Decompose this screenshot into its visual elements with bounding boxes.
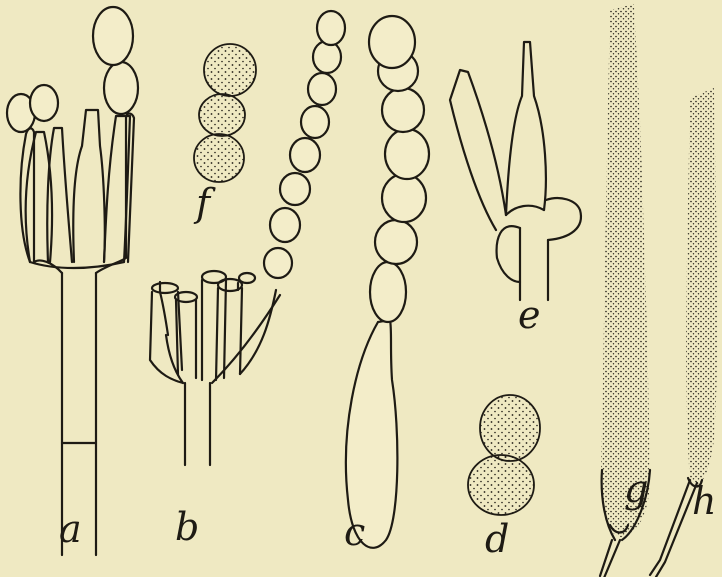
- label-f: f: [196, 184, 210, 222]
- figure-a-conidiophore: [7, 7, 138, 555]
- figure-c-chain: [346, 16, 429, 548]
- label-c: c: [344, 513, 365, 551]
- label-g: g: [624, 470, 648, 508]
- figure-f-spore-chain: [194, 44, 256, 182]
- label-a: a: [59, 510, 82, 548]
- figure-d-spores: [468, 395, 540, 515]
- label-e: e: [518, 296, 541, 334]
- label-h: h: [692, 482, 716, 520]
- label-b: b: [175, 508, 199, 546]
- label-d: d: [485, 520, 509, 558]
- figure-e-phialides: [450, 42, 581, 300]
